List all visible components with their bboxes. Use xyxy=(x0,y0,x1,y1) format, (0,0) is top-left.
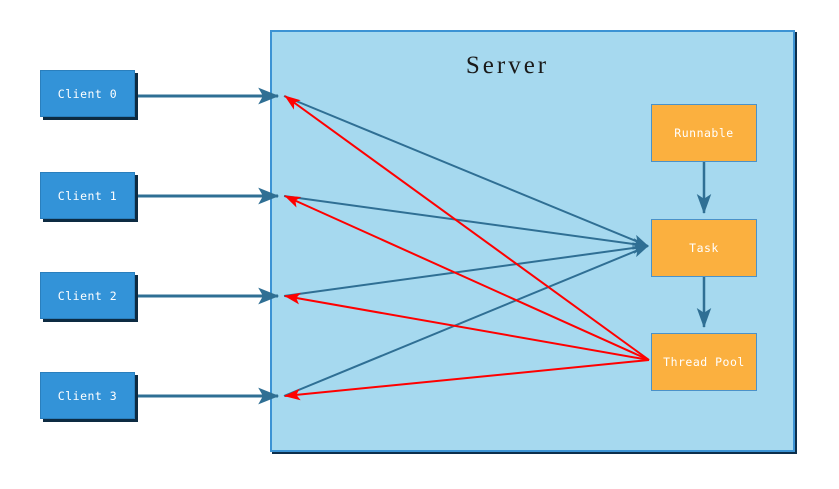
client-to-server-links xyxy=(138,87,280,405)
node-label-thread-pool: Thread Pool xyxy=(663,355,745,369)
client-label-3: Client 3 xyxy=(57,388,118,403)
node-label-runnable: Runnable xyxy=(674,126,734,140)
client-label-1: Client 1 xyxy=(57,188,118,203)
client-box-3[interactable]: Client 3 xyxy=(40,372,135,419)
server-title: Server xyxy=(465,52,550,79)
client-box-1[interactable]: Client 1 xyxy=(40,172,135,219)
node-box-task[interactable]: Task xyxy=(651,219,757,277)
node-label-task: Task xyxy=(689,241,719,255)
client-box-2[interactable]: Client 2 xyxy=(40,272,135,319)
client-label-2: Client 2 xyxy=(57,288,118,303)
node-box-runnable[interactable]: Runnable xyxy=(651,104,757,162)
node-box-thread-pool[interactable]: Thread Pool xyxy=(651,333,757,391)
client-label-0: Client 0 xyxy=(57,86,118,101)
client-box-0[interactable]: Client 0 xyxy=(40,70,135,117)
